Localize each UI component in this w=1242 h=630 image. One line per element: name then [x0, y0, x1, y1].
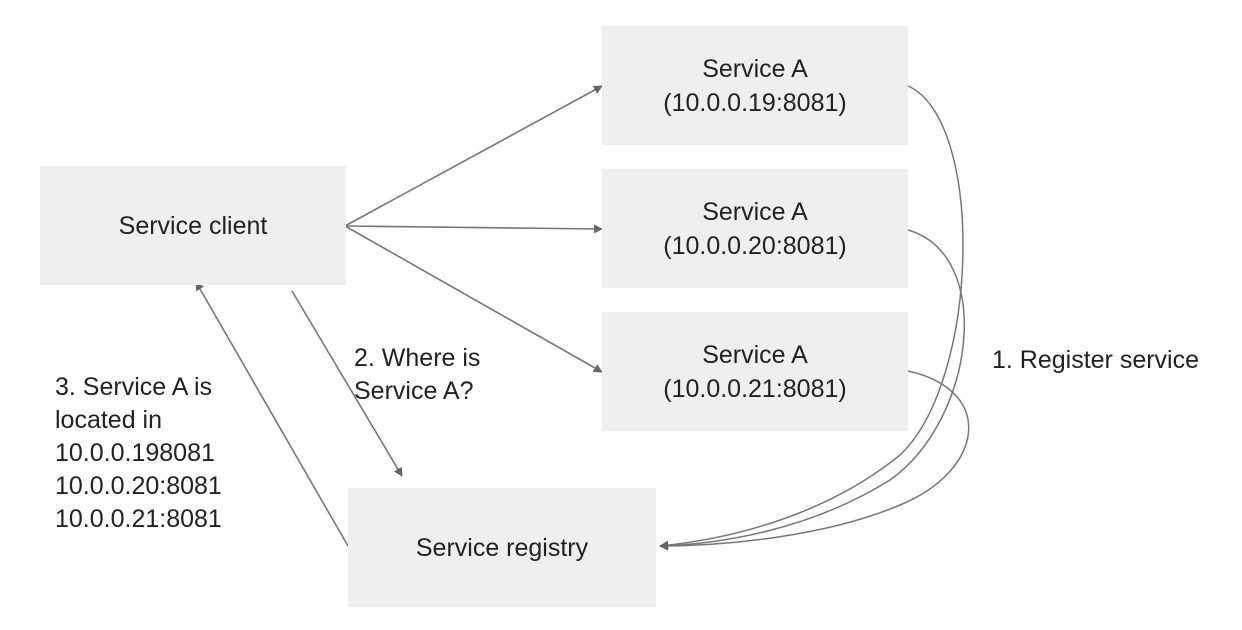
- response-label-line-2: located in: [55, 406, 163, 434]
- service-client-label: Service client: [118, 211, 268, 240]
- response-label-line-1: 3. Service A is: [55, 373, 213, 401]
- query-label-line-1: 2. Where is: [354, 344, 481, 372]
- service-a-1-name: Service A: [702, 54, 808, 83]
- arrow-client-to-registry: [291, 290, 403, 477]
- response-label-line-5: 10.0.0.21:8081: [55, 505, 222, 533]
- arrow-client-to-service-a-2: [344, 224, 603, 234]
- query-label: 2. Where is Service A?: [354, 342, 480, 408]
- response-label: 3. Service A is located in 10.0.0.198081…: [55, 371, 222, 536]
- service-a-2-name: Service A: [702, 197, 808, 226]
- service-a-2-address: (10.0.0.20:8081): [663, 231, 847, 260]
- register-service-label: 1. Register service: [992, 346, 1200, 374]
- service-a-instance-1: Service A (10.0.0.19:8081): [602, 26, 908, 145]
- service-a-instance-3: Service A (10.0.0.21:8081): [602, 312, 908, 431]
- arrow-client-to-service-a-3: [344, 225, 603, 373]
- service-a-3-address: (10.0.0.21:8081): [663, 374, 847, 403]
- service-a-1-address: (10.0.0.19:8081): [663, 88, 847, 117]
- arrow-client-to-service-a-1: [344, 85, 603, 227]
- arrow-registry-to-client: [195, 281, 349, 547]
- service-registry-box: Service registry: [348, 488, 656, 607]
- query-label-line-2: Service A?: [354, 377, 474, 405]
- service-registry-label: Service registry: [415, 533, 589, 562]
- arrow-register-service-a-2: [659, 229, 965, 551]
- response-label-line-4: 10.0.0.20:8081: [55, 472, 222, 500]
- response-label-line-3: 10.0.0.198081: [55, 439, 215, 467]
- service-a-instance-2: Service A (10.0.0.20:8081): [602, 169, 908, 288]
- arrow-register-service-a-3: [659, 370, 970, 551]
- service-a-3-name: Service A: [702, 340, 808, 369]
- arrow-register-service-a-1: [659, 85, 964, 550]
- service-client-box: Service client: [40, 166, 346, 285]
